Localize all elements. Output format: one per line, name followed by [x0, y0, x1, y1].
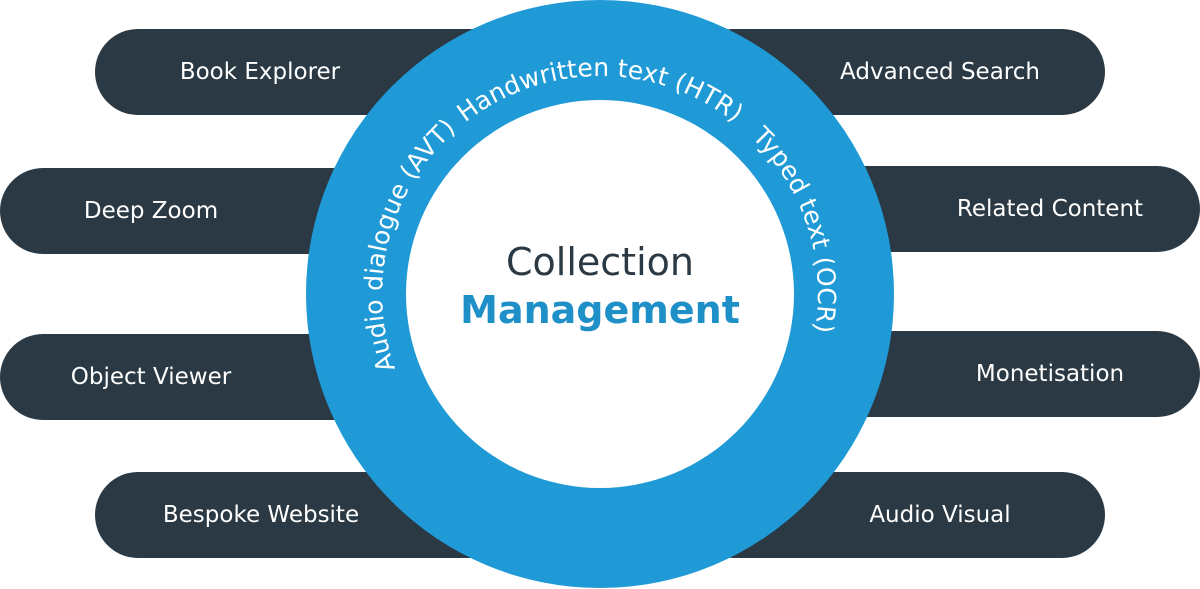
- pill-label: Object Viewer: [70, 364, 232, 390]
- pill-label: Related Content: [956, 196, 1144, 222]
- pill-label: Book Explorer: [179, 59, 341, 85]
- pill-label: Deep Zoom: [83, 198, 219, 224]
- pill-label: Monetisation: [975, 361, 1125, 387]
- inner-circle: [406, 100, 794, 488]
- pill-label: Advanced Search: [840, 59, 1040, 85]
- pill-label: Audio Visual: [869, 502, 1011, 528]
- pill-label: Bespoke Website: [162, 502, 360, 528]
- center-subtitle: Management: [460, 288, 740, 332]
- center-title: Collection: [506, 240, 694, 284]
